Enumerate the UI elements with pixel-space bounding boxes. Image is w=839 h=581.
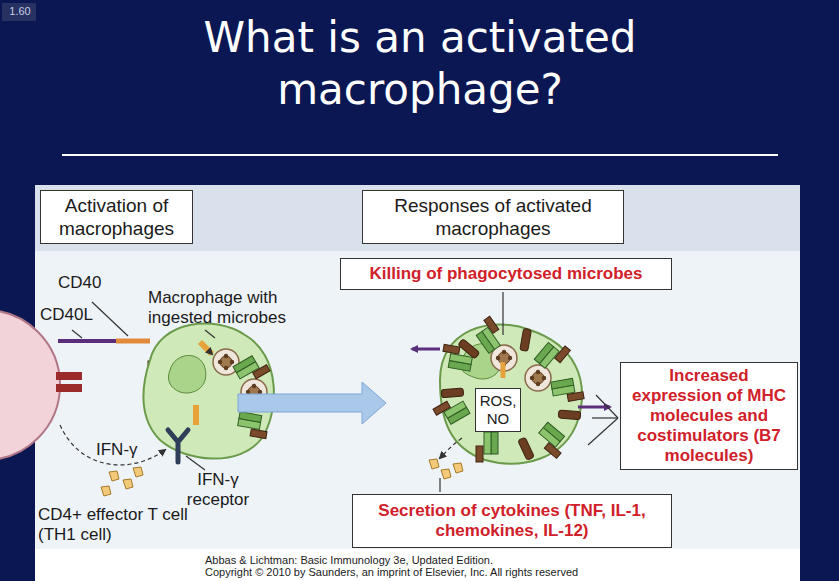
box-text: Increased expression of MHC molecules an… [625, 366, 793, 466]
response-box: Increased expression of MHC molecules an… [620, 362, 798, 470]
header-box: Activation of macrophages [40, 190, 193, 244]
cytokine-label: IFN-γ [96, 440, 156, 460]
response-box: Killing of phagocytosed microbes [340, 258, 672, 290]
figure-credit: Abbas & Lichtman: Basic Immunology 3e, U… [205, 554, 765, 567]
cell-label: Macrophage with ingested microbes [148, 288, 328, 328]
box-text: Secretion of cytokines (TNF, IL-1, chemo… [357, 501, 667, 541]
slide-title: What is an activated macrophage? [170, 12, 670, 116]
molecule-label: CD40L [40, 305, 110, 325]
ros-no-box: ROS, NO [475, 388, 521, 432]
box-text: Activation of macrophages [45, 194, 188, 240]
box-text: Killing of phagocytosed microbes [370, 264, 643, 284]
response-box: Secretion of cytokines (TNF, IL-1, chemo… [352, 494, 672, 548]
box-text: ROS, NO [480, 392, 517, 428]
box-text: Responses of activated macrophages [367, 194, 619, 240]
copyright-note: Copyright © 2010 by Saunders, an imprint… [205, 566, 765, 579]
receptor-label: IFN-γ receptor [178, 470, 258, 510]
cell-label: CD4+ effector T cell (TH1 cell) [38, 505, 188, 545]
molecule-label: CD40 [58, 273, 128, 293]
header-box: Responses of activated macrophages [362, 190, 624, 244]
slide-number: 1.60 [5, 5, 35, 18]
